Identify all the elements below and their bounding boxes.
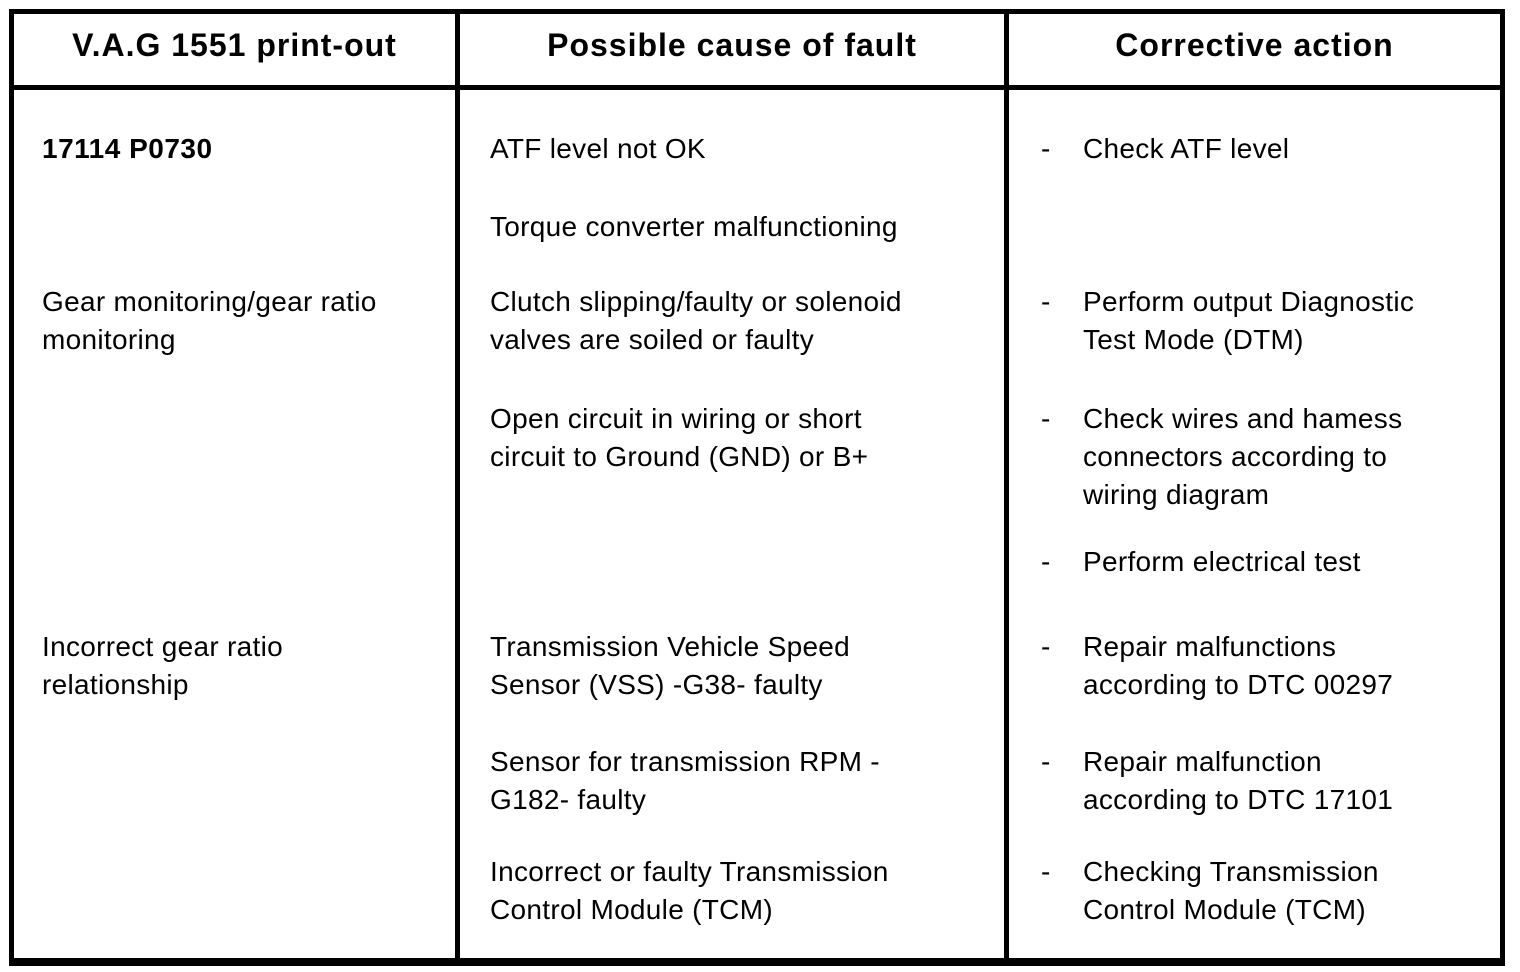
action-text: Check wires and hamess connectors accord… bbox=[1083, 403, 1403, 510]
action-perform-dtm: - Perform output Diagnostic Test Mode (D… bbox=[1041, 283, 1414, 359]
printout-gear-monitoring: Gear monitoring/gear ratio monitoring bbox=[42, 286, 377, 355]
action-electrical-test: - Perform electrical test bbox=[1041, 543, 1361, 581]
fault-code: 17114 P0730 bbox=[42, 130, 213, 168]
diagnostic-table: V.A.G 1551 print-out Possible cause of f… bbox=[9, 9, 1505, 966]
cause-vss-faulty: Transmission Vehicle Speed Sensor (VSS) … bbox=[490, 631, 851, 700]
bullet-dash: - bbox=[1041, 546, 1051, 577]
cause-open-circuit: Open circuit in wiring or short circuit … bbox=[490, 403, 869, 472]
header-corrective-action: Corrective action bbox=[1009, 14, 1500, 90]
action-text: Repair malfunctions according to DTC 002… bbox=[1083, 631, 1394, 700]
bullet-dash: - bbox=[1041, 746, 1051, 777]
action-text: Check ATF level bbox=[1083, 133, 1290, 164]
action-text: Checking Transmission Control Module (TC… bbox=[1083, 856, 1379, 925]
cause-atf-level: ATF level not OK bbox=[490, 133, 706, 164]
action-repair-dtc-00297: - Repair malfunctions according to DTC 0… bbox=[1041, 628, 1393, 704]
cause-tcm-faulty: Incorrect or faulty Transmission Control… bbox=[490, 856, 889, 925]
column-printout: 17114 P0730 Gear monitoring/gear ratio m… bbox=[14, 90, 460, 958]
action-check-wires: - Check wires and hamess connectors acco… bbox=[1041, 400, 1402, 514]
column-causes: ATF level not OK Torque converter malfun… bbox=[460, 90, 1009, 958]
cause-rpm-sensor-faulty: Sensor for transmission RPM - G182- faul… bbox=[490, 746, 880, 815]
action-check-tcm: - Checking Transmission Control Module (… bbox=[1041, 853, 1379, 929]
printout-incorrect-gear-ratio: Incorrect gear ratio relationship bbox=[42, 631, 283, 700]
column-actions: - Check ATF level - Perform output Diagn… bbox=[1009, 90, 1500, 958]
action-text: Repair malfunction according to DTC 1710… bbox=[1083, 746, 1394, 815]
cause-clutch-slipping: Clutch slipping/faulty or solenoid valve… bbox=[490, 286, 902, 355]
header-printout: V.A.G 1551 print-out bbox=[14, 14, 460, 90]
action-check-atf: - Check ATF level bbox=[1041, 130, 1289, 168]
bullet-dash: - bbox=[1041, 403, 1051, 434]
bullet-dash: - bbox=[1041, 286, 1051, 317]
bullet-dash: - bbox=[1041, 133, 1051, 164]
cause-torque-converter: Torque converter malfunctioning bbox=[490, 211, 898, 242]
header-possible-cause: Possible cause of fault bbox=[460, 14, 1009, 90]
action-text: Perform output Diagnostic Test Mode (DTM… bbox=[1083, 286, 1415, 355]
bullet-dash: - bbox=[1041, 856, 1051, 887]
action-text: Perform electrical test bbox=[1083, 546, 1361, 577]
bullet-dash: - bbox=[1041, 631, 1051, 662]
fault-code-text: 17114 P0730 bbox=[42, 133, 213, 164]
action-repair-dtc-17101: - Repair malfunction according to DTC 17… bbox=[1041, 743, 1393, 819]
